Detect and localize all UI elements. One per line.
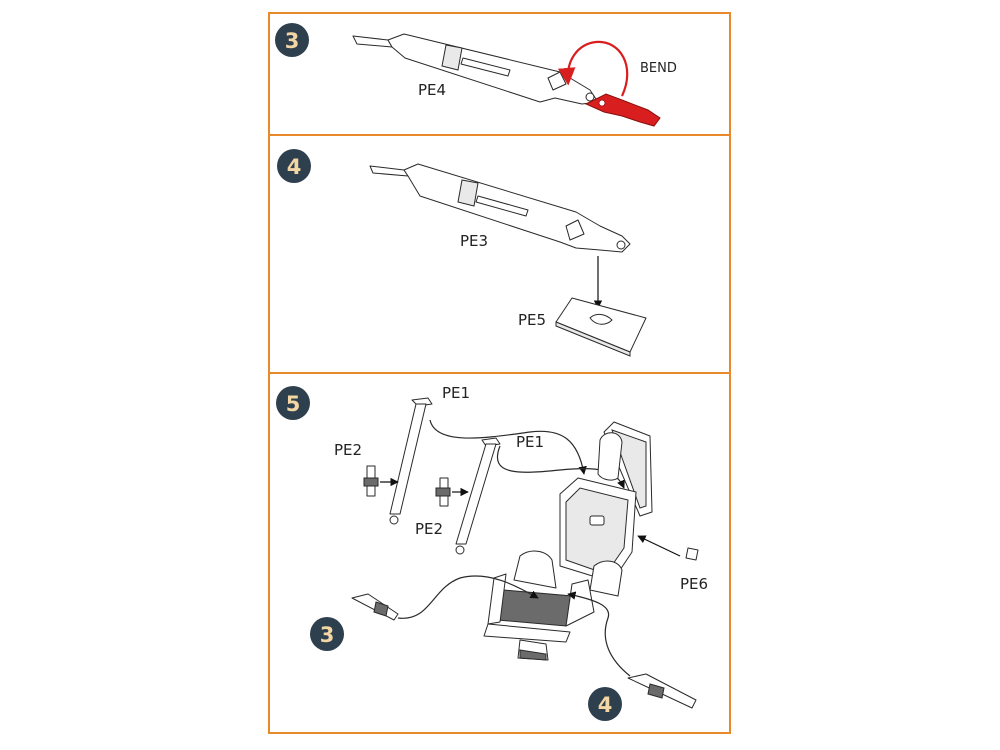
pe4-label: PE4 bbox=[418, 81, 446, 99]
pe1-label-b: PE1 bbox=[516, 433, 544, 451]
svg-text:4: 4 bbox=[598, 693, 613, 717]
pe5-label: PE5 bbox=[518, 311, 546, 329]
step-3-subassembly bbox=[351, 575, 539, 621]
pe4-strap bbox=[352, 33, 599, 105]
pe2-buckle-left bbox=[363, 465, 379, 497]
svg-text:4: 4 bbox=[287, 155, 302, 179]
svg-text:3: 3 bbox=[285, 29, 300, 53]
pe3-label: PE3 bbox=[460, 232, 488, 250]
pe6-part bbox=[685, 547, 699, 561]
pe3-strap bbox=[369, 163, 631, 253]
step-4-ref-badge: 4 bbox=[588, 687, 622, 721]
svg-text:5: 5 bbox=[286, 392, 301, 416]
step-4-badge: 4 bbox=[277, 149, 311, 183]
pe1-label-a: PE1 bbox=[442, 384, 470, 402]
step-5-panel bbox=[268, 374, 731, 734]
pe6-label: PE6 bbox=[680, 575, 708, 593]
step-4-panel bbox=[268, 136, 731, 374]
pe4-bend-tab-highlight bbox=[584, 93, 661, 127]
step-3-ref-badge: 3 bbox=[310, 617, 344, 651]
svg-text:3: 3 bbox=[320, 623, 335, 647]
step-3-panel bbox=[268, 12, 731, 136]
pe2-buckle-right bbox=[435, 477, 451, 507]
bend-label: BEND bbox=[640, 61, 677, 76]
pe5-plate bbox=[555, 297, 647, 357]
pe1-strap-right bbox=[455, 437, 501, 555]
step-5-badge: 5 bbox=[276, 386, 310, 420]
pe1-strap-left bbox=[389, 397, 433, 525]
pe2-label-b: PE2 bbox=[415, 520, 443, 538]
step-3-badge: 3 bbox=[275, 23, 309, 57]
bend-arrow bbox=[557, 40, 629, 97]
step-4-subassembly bbox=[567, 591, 697, 709]
pe6-arrow bbox=[637, 535, 681, 557]
ejection-seat bbox=[483, 421, 653, 661]
pe1-wire-a bbox=[429, 419, 587, 475]
pe2-label-a: PE2 bbox=[334, 441, 362, 459]
